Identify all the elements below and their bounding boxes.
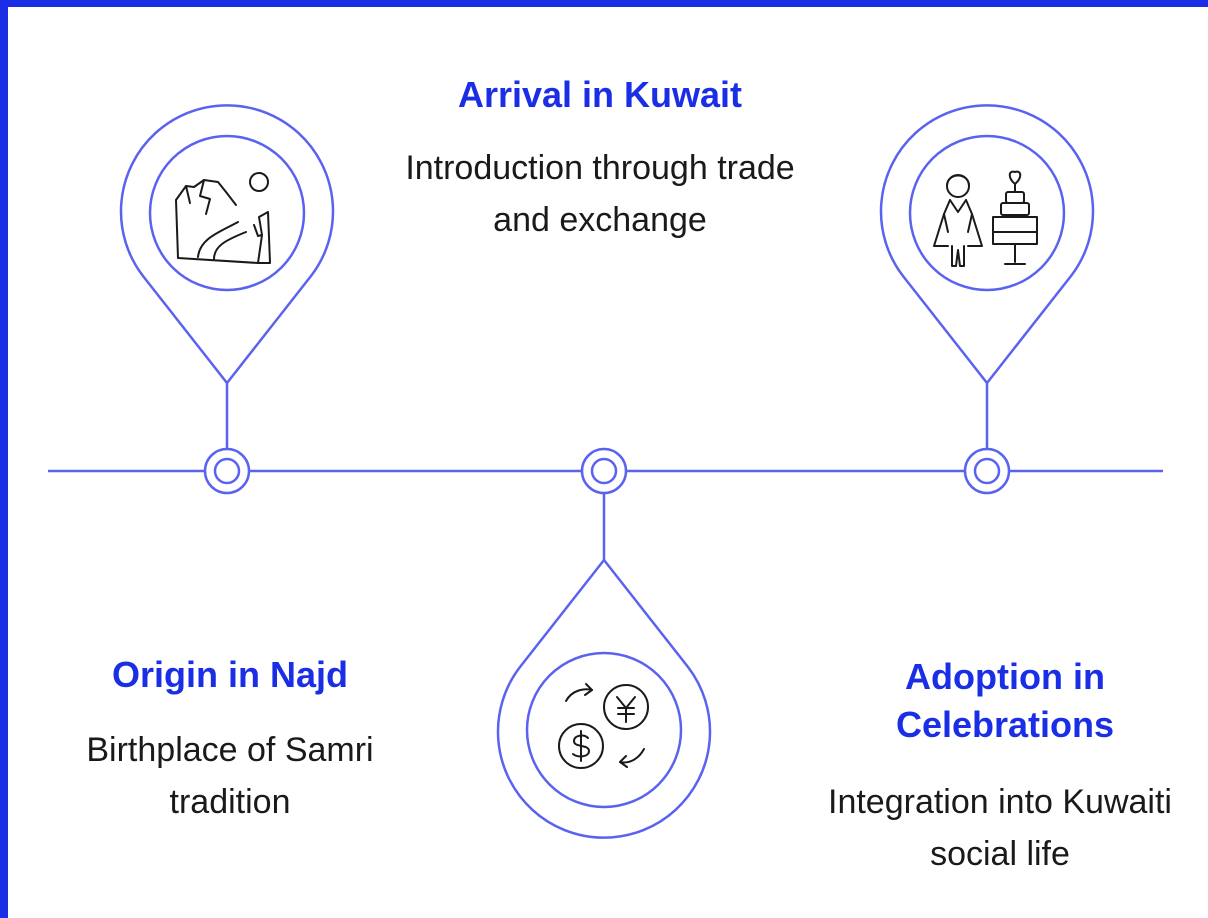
- step-description-arrival: Introduction through trade and exchange: [405, 149, 795, 239]
- step-description-adoption: Integration into Kuwaiti social life: [828, 783, 1172, 873]
- map-pin-arrival: [496, 558, 712, 839]
- timeline-node-arrival: [580, 447, 628, 560]
- landscape-icon: [175, 172, 271, 264]
- step-title-origin: Origin in Najd: [111, 654, 348, 695]
- map-pin-origin: [119, 104, 335, 385]
- map-pin-adoption: [879, 104, 1095, 385]
- timeline-node-origin: [203, 383, 251, 495]
- step-title-arrival: Arrival in Kuwait: [457, 74, 743, 115]
- wedding-icon: [933, 170, 1038, 267]
- step-description-origin: Birthplace of Samri tradition: [86, 731, 374, 821]
- currency-exchange-icon: [558, 683, 649, 769]
- timeline-node-adoption: [963, 383, 1011, 495]
- step-title-adoption: Adoption in Celebrations: [895, 656, 1115, 745]
